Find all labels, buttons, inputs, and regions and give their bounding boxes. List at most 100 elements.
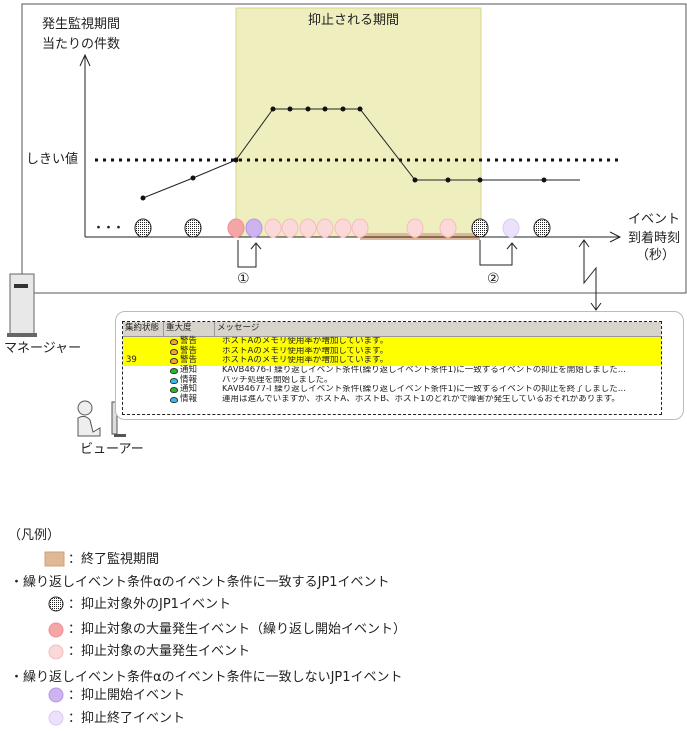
severity-cell: 警告	[164, 345, 216, 357]
table-row[interactable]: 情報 運用は進んでいますが、ホストA、ホストB、ホスト1のどれかで障害が発生して…	[123, 394, 661, 405]
event-mass	[281, 218, 299, 238]
event-start-repeat	[227, 218, 245, 238]
warning-icon	[170, 338, 178, 345]
aggregate-cell	[123, 366, 164, 376]
severity-cell: 通知	[164, 365, 216, 376]
table-row[interactable]: 通知 KAVB4677-I 繰り返しイベント条件(繰り返しイベント条件1)に一致…	[123, 385, 661, 395]
legend-outside: ：抑止対象外のJP1イベント	[68, 597, 231, 612]
severity-text: 警告	[180, 336, 198, 346]
warning-icon	[170, 348, 178, 355]
viewer-person-icon	[77, 400, 93, 416]
legend-group-1: ・繰り返しイベント条件αのイベント条件に一致するJP1イベント	[10, 575, 390, 590]
column-aggregate[interactable]: 集約状態	[123, 322, 164, 336]
severity-text: 情報	[180, 374, 198, 385]
info-icon	[170, 396, 178, 403]
aggregate-cell	[123, 337, 164, 347]
y-axis-label: 発生監視期間	[42, 17, 121, 32]
legend-mass-marker	[48, 644, 64, 660]
x-axis-label: イベント	[628, 212, 681, 227]
event-list-table: 集約状態 重大度 メッセージ 警告 ホストAのメモリ使用率が増加しています。 警…	[122, 321, 662, 415]
count-point	[287, 106, 293, 112]
message-cell: KAVB4676-I 繰り返しイベント条件(繰り返しイベント条件1)に一致するイ…	[222, 366, 626, 376]
aggregate-cell	[123, 385, 164, 395]
severity-cell: 警告	[164, 356, 216, 366]
count-point	[477, 177, 483, 183]
aggregate-cell	[123, 395, 164, 405]
legend-mass: ：抑止対象の大量発生イベント	[68, 644, 251, 659]
message-cell: ホストAのメモリ使用率が増加しています。	[222, 337, 389, 346]
count-point	[541, 177, 547, 183]
severity-text: 通知	[180, 384, 198, 395]
message-cell: KAVB4677-I 繰り返しイベント条件(繰り返しイベント条件1)に一致するイ…	[222, 385, 626, 395]
severity-cell: 情報	[164, 394, 216, 405]
legend-suppress-end: ：抑止終了イベント	[68, 711, 186, 726]
ellipsis: ・・・	[92, 221, 125, 236]
count-line	[142, 108, 580, 199]
connection-zigzag	[583, 240, 597, 310]
suppressed-period-label: 抑止される期間	[308, 13, 400, 28]
x-axis-arrow-icon	[609, 231, 622, 243]
threshold-label: しきい値	[26, 152, 79, 167]
severity-text: 通知	[180, 365, 198, 376]
info-icon	[170, 377, 178, 384]
legend-outside-marker	[48, 596, 64, 612]
table-header: 集約状態 重大度 メッセージ	[123, 322, 661, 337]
count-point	[233, 157, 239, 163]
count-point	[412, 177, 418, 183]
event-mass	[316, 218, 334, 238]
legend-start-repeat: ：抑止対象の大量発生イベント（繰り返し開始イベント）	[68, 622, 407, 637]
server-drive-icon	[14, 284, 28, 288]
event-suppress-start	[245, 218, 263, 238]
event-mass	[406, 218, 424, 238]
count-point	[140, 195, 146, 201]
arrow-up-icon	[250, 242, 262, 250]
event-mass	[334, 218, 352, 238]
legend-suppress-start: ：抑止開始イベント	[68, 688, 186, 703]
x-axis-label-3: （秒）	[636, 248, 676, 263]
count-point	[445, 177, 451, 183]
severity-text: 警告	[180, 345, 198, 356]
event-outside	[533, 218, 551, 238]
count-point	[270, 106, 276, 112]
table-row[interactable]: 39 警告 ホストAのメモリ使用率が増加しています。	[123, 355, 661, 367]
suppressed-period-area	[235, 7, 482, 238]
table-row[interactable]: 情報 バッチ処理を開始しました。	[123, 374, 661, 386]
legend-end-monitor: ：終了監視期間	[68, 552, 160, 567]
server-base-icon	[7, 333, 37, 337]
event-mass	[299, 218, 317, 238]
legend-suppress-start-marker	[48, 687, 64, 703]
viewer-body-icon	[77, 415, 101, 437]
legend-title: （凡例）	[8, 528, 61, 543]
severity-cell: 警告	[164, 336, 216, 347]
y-axis-arrow-icon	[79, 53, 91, 67]
count-point	[190, 175, 196, 181]
message-cell: ホストAのメモリ使用率が増加しています。	[222, 346, 389, 356]
manager-server-icon	[9, 273, 35, 335]
event-outside	[134, 218, 152, 238]
legend-group-2: ・繰り返しイベント条件αのイベント条件に一致しないJP1イベント	[10, 670, 403, 685]
event-suppress-end	[502, 218, 520, 238]
count-point	[357, 106, 363, 112]
severity-text: 情報	[180, 394, 198, 405]
severity-text: 警告	[180, 355, 198, 366]
table-row[interactable]: 通知 KAVB4676-I 繰り返しイベント条件(繰り返しイベント条件1)に一致…	[123, 365, 661, 376]
severity-cell: 通知	[164, 385, 216, 395]
marker-1: ①	[237, 271, 250, 287]
column-severity[interactable]: 重大度	[164, 322, 215, 336]
aggregate-cell: 39	[126, 355, 137, 366]
y-axis-label-2: 当たりの件数	[42, 37, 121, 52]
event-mass	[351, 218, 369, 238]
column-message[interactable]: メッセージ	[217, 323, 260, 333]
table-row[interactable]: 警告 ホストAのメモリ使用率が増加しています。	[123, 336, 661, 347]
event-mass	[439, 218, 457, 238]
legend-suppress-end-marker	[48, 710, 64, 726]
marker-2: ②	[487, 271, 500, 287]
message-cell: ホストAのメモリ使用率が増加しています。	[222, 356, 389, 366]
event-outside	[184, 218, 202, 238]
legend-end-monitor-swatch	[44, 551, 65, 567]
warning-icon	[170, 358, 178, 365]
table-row[interactable]: 警告 ホストAのメモリ使用率が増加しています。	[123, 345, 661, 357]
arrow-up-icon	[578, 239, 590, 248]
